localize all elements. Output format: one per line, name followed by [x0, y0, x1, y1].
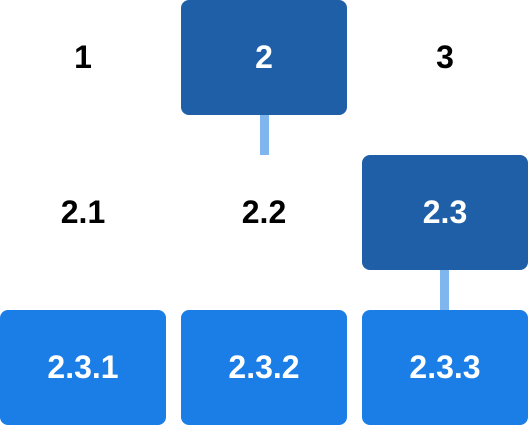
connector-2-to-children: [260, 115, 269, 155]
node-2-3-1[interactable]: 2.3.1: [0, 310, 166, 425]
node-2-selected[interactable]: 2: [181, 0, 347, 115]
node-1[interactable]: 1: [74, 39, 92, 75]
node-2-3-selected[interactable]: 2.3: [362, 155, 528, 270]
node-3[interactable]: 3: [436, 39, 454, 75]
connector-2-3-to-children: [440, 270, 449, 310]
node-2-3-3[interactable]: 2.3.3: [362, 310, 528, 425]
node-2-1[interactable]: 2.1: [60, 194, 106, 230]
node-2-2[interactable]: 2.2: [241, 194, 287, 230]
node-2-3-2[interactable]: 2.3.2: [181, 310, 347, 425]
